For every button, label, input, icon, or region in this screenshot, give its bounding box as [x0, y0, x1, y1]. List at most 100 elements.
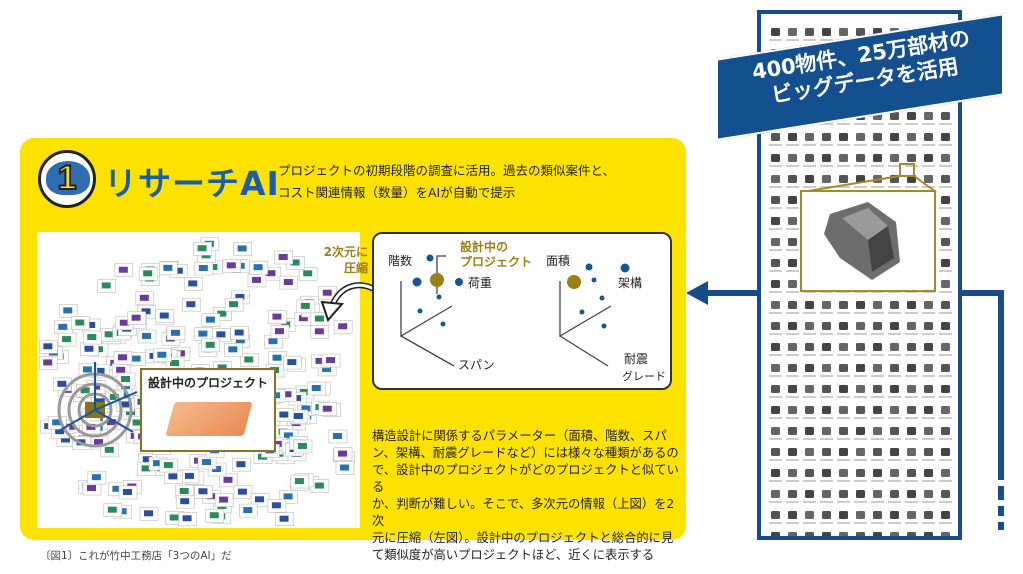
component-thumbnail: [939, 490, 952, 503]
component-thumbnail: [888, 343, 901, 356]
component-thumbnail: [905, 406, 918, 419]
component-thumbnail: [820, 406, 833, 419]
component-thumbnail: [922, 427, 935, 440]
component-thumbnail: [871, 490, 884, 503]
component-thumbnail: [871, 469, 884, 482]
component-thumbnail: [820, 154, 833, 167]
component-thumbnail: [854, 322, 867, 335]
component-thumbnail: [939, 280, 952, 293]
brain-number-badge-icon: 1: [38, 150, 96, 208]
project-thumbnail: [222, 259, 242, 273]
component-thumbnail: [837, 343, 850, 356]
project-thumbnail: [232, 457, 251, 472]
component-thumbnail: [837, 469, 850, 482]
project-thumbnail: [153, 348, 172, 363]
project-thumbnail: [38, 356, 58, 370]
component-thumbnail: [888, 385, 901, 398]
project-thumbnail: [175, 494, 195, 509]
component-thumbnail: [837, 322, 850, 335]
project-thumbnail: [166, 326, 186, 341]
component-thumbnail: [905, 490, 918, 503]
project-thumbnail: [333, 319, 353, 334]
component-thumbnail: [905, 511, 918, 524]
component-thumbnail: [820, 301, 833, 314]
component-thumbnail: [803, 406, 816, 419]
project-thumbnail: [267, 498, 287, 513]
component-thumbnail: [888, 133, 901, 146]
component-thumbnail: [941, 532, 950, 536]
zoom-lines: [801, 163, 937, 193]
project-thumbnail: [310, 479, 330, 493]
component-thumbnail: [837, 490, 850, 503]
component-thumbnail: [786, 154, 799, 167]
project-thumbnail: [279, 275, 299, 290]
project-thumbnail: [97, 279, 117, 293]
label-line: プロジェクト: [460, 255, 533, 269]
panel-description: プロジェクトの初期段階の調査に活用。過去の類似案件と、 コスト関連情報（数量）を…: [278, 160, 615, 204]
component-thumbnail: [939, 175, 952, 188]
component-thumbnail: [939, 217, 952, 230]
component-thumbnail: [839, 532, 848, 536]
axis-label-grade: グレード: [622, 370, 666, 383]
project-thumbnail: [87, 470, 107, 485]
project-thumbnail: [298, 267, 318, 281]
text-line: て類似度が高いプロジェクトほど、近くに表示する: [372, 548, 655, 562]
component-thumbnail: [939, 469, 952, 482]
project-thumbnail: [275, 512, 294, 526]
project-thumbnail: [307, 381, 327, 396]
project-thumbnail: [296, 299, 316, 314]
component-thumbnail: [922, 364, 935, 377]
project-thumbnail: [321, 353, 341, 368]
project-thumbnail: [293, 439, 313, 454]
component-thumbnail: [939, 259, 952, 272]
project-thumbnail: [249, 260, 268, 275]
text-line: ン、架構、耐震グレードなど）には様々な種類があるの: [372, 446, 679, 460]
project-thumbnail: [233, 242, 252, 256]
component-thumbnail: [769, 28, 782, 41]
component-thumbnail: [837, 301, 850, 314]
component-thumbnail: [939, 343, 952, 356]
component-thumbnail: [871, 301, 884, 314]
project-thumbnail: [270, 324, 290, 339]
project-thumbnail: [224, 297, 244, 312]
axis-label-frame: 架構: [618, 276, 643, 290]
component-thumbnail: [803, 490, 816, 503]
component-thumbnail: [905, 322, 918, 335]
project-thumbnail: [135, 291, 155, 306]
component-thumbnail: [803, 154, 816, 167]
component-thumbnail: [905, 427, 918, 440]
component-thumbnail: [922, 469, 935, 482]
component-thumbnail: [820, 343, 833, 356]
axis-label-area: 面積: [546, 254, 571, 268]
component-thumbnail: [803, 175, 816, 188]
component-thumbnail: [769, 385, 782, 398]
component-thumbnail: [905, 133, 918, 146]
component-thumbnail: [769, 280, 782, 293]
component-thumbnail: [820, 511, 833, 524]
component-thumbnail: [837, 364, 850, 377]
component-thumbnail: [769, 343, 782, 356]
component-thumbnail: [939, 133, 952, 146]
component-thumbnail: [786, 322, 799, 335]
component-thumbnail: [854, 406, 867, 419]
project-thumbnail: [182, 297, 201, 312]
project-thumbnail: [54, 320, 73, 335]
component-thumbnail: [769, 448, 782, 461]
component-thumbnail: [905, 448, 918, 461]
component-thumbnail: [939, 448, 952, 461]
component-thumbnail: [888, 112, 901, 125]
project-thumbnail: [178, 511, 197, 526]
project-thumbnail: [283, 355, 302, 370]
project-thumbnail: [139, 506, 159, 521]
component-thumbnail: [905, 154, 918, 167]
component-thumbnail: [837, 406, 850, 419]
project-thumbnail: [290, 474, 310, 489]
component-thumbnail: [769, 490, 782, 503]
component-thumbnail: [786, 259, 799, 272]
component-thumbnail: [922, 112, 935, 125]
component-thumbnail: [786, 175, 799, 188]
component-thumbnail: [786, 133, 799, 146]
component-thumbnail: [803, 385, 816, 398]
project-thumbnail: [239, 353, 259, 367]
project-thumbnail: [310, 325, 330, 339]
